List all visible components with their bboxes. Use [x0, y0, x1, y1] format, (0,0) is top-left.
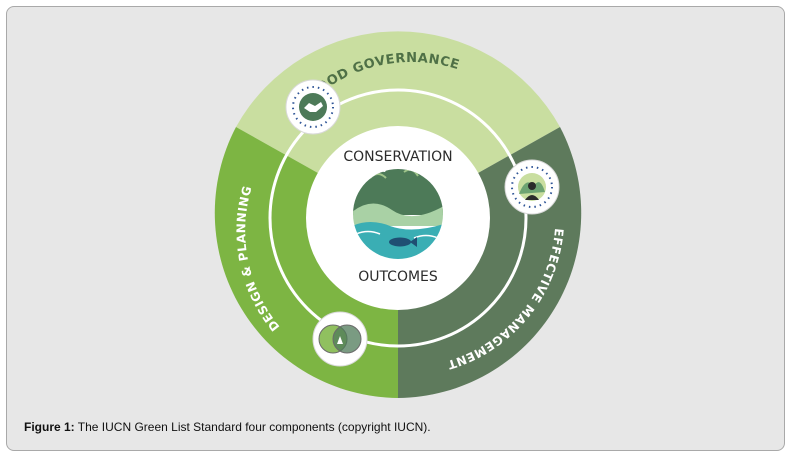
- figure-caption: Figure 1: The IUCN Green List Standard f…: [24, 420, 431, 434]
- venn-icon: [312, 311, 368, 367]
- center-title-bottom: OUTCOMES: [358, 269, 438, 285]
- segment-good-governance: [236, 31, 560, 218]
- center-title-top: CONSERVATION: [343, 149, 452, 165]
- handshake-icon: [285, 79, 341, 135]
- inner-ring-line: [268, 88, 528, 348]
- conservation-globe-icon: [353, 169, 443, 259]
- manager-icon: [504, 159, 560, 215]
- caption-text: The IUCN Green List Standard four compon…: [74, 420, 431, 434]
- caption-label: Figure 1:: [24, 420, 75, 434]
